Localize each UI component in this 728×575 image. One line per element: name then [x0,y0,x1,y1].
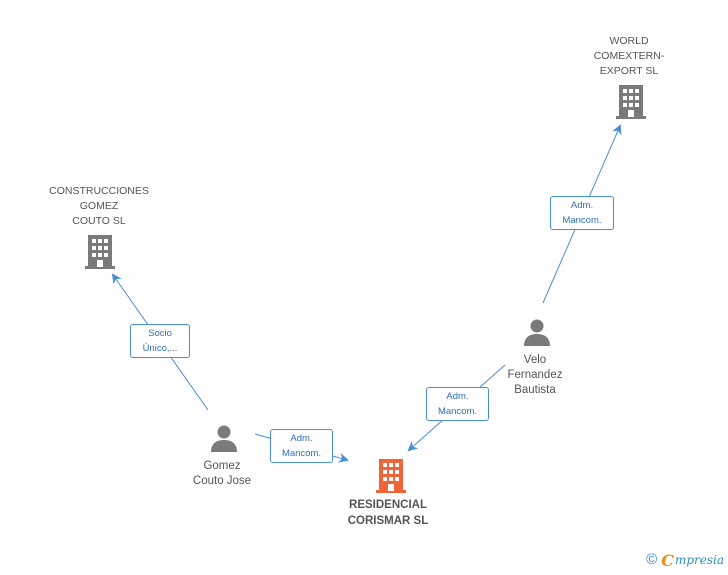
edge-label-gomez-construcciones[interactable]: Socio Único,... [130,324,190,358]
node-label-velo: Velo Fernandez Bautista [465,353,605,398]
person-icon[interactable] [523,318,551,346]
person-icon[interactable] [210,424,238,452]
label-line: Mancom. [562,215,602,226]
node-label-residencial: RESIDENCIAL CORISMAR SL [318,497,458,529]
label-line: Couto Jose [192,475,252,487]
label-line: CORISMAR SL [347,515,429,527]
label-line: RESIDENCIAL [349,499,427,511]
building-icon[interactable] [375,459,407,493]
label-line: Bautista [514,384,556,396]
label-line: Velo [523,354,547,366]
label-line: Único,... [142,343,178,354]
label-line: Fernandez [507,369,563,381]
node-label-world-comextern: WORLD COMEXTERN- EXPORT SL [559,34,699,79]
label-line: EXPORT SL [599,65,659,77]
label-line: COMEXTERN- [593,50,665,62]
brand-name: mpresia [674,553,724,567]
label-line: Socio [148,328,172,339]
label-line: CONSTRUCCIONES [49,185,149,197]
brand-logo-initial: C [661,550,674,570]
footer-brand[interactable]: © C mpresia [646,550,724,570]
label-line: Adm. [570,200,594,211]
node-label-construcciones: CONSTRUCCIONES GOMEZ COUTO SL [29,184,169,229]
label-line: Gomez [203,460,241,472]
building-icon[interactable] [615,85,647,119]
label-line: WORLD [609,35,649,47]
label-line: GOMEZ [79,200,119,212]
label-line: Mancom. [437,406,478,417]
building-icon[interactable] [84,235,116,269]
label-line: Adm. [446,391,469,402]
edge-label-velo-residencial[interactable]: Adm. Mancom. [426,387,489,421]
label-line: COUTO SL [72,215,126,227]
label-line: Adm. [290,433,313,444]
node-label-gomez: Gomez Couto Jose [152,459,292,489]
label-line: Mancom. [281,448,322,459]
edge-label-gomez-residencial[interactable]: Adm. Mancom. [270,429,333,463]
copyright-icon: © [646,551,658,568]
edge-label-velo-world[interactable]: Adm. Mancom. [550,196,614,230]
